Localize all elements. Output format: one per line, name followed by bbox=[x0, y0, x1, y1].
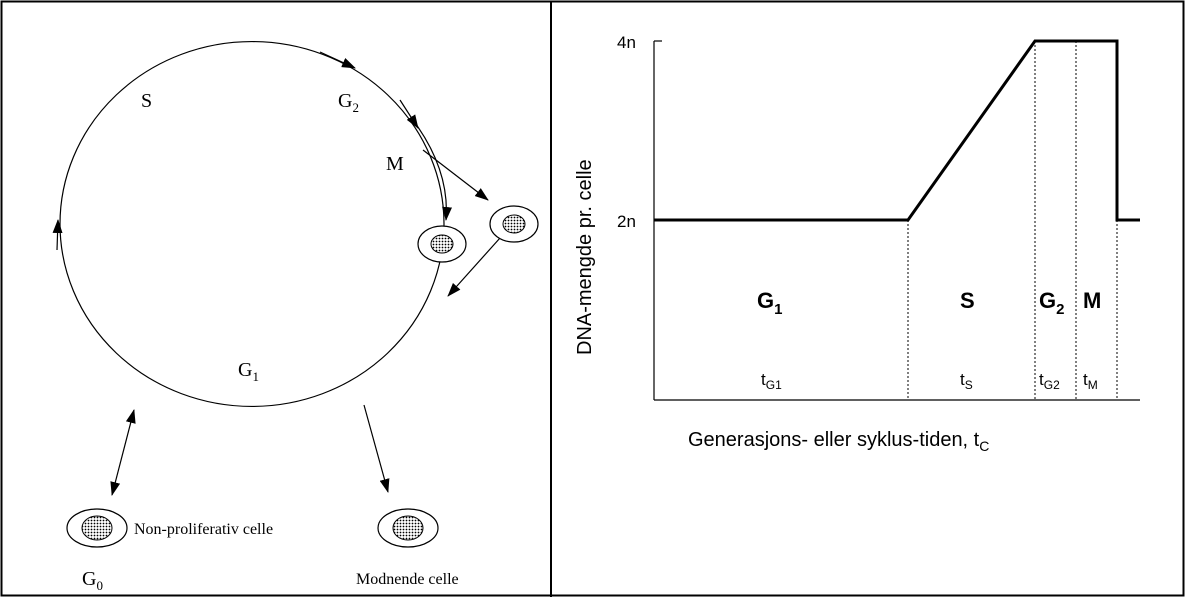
duration-t-m: tM bbox=[1083, 370, 1098, 392]
non-proliferative-cell bbox=[66, 508, 128, 548]
duration-t-s: tS bbox=[960, 370, 973, 392]
maturing-arrow bbox=[363, 404, 390, 493]
maturing-cell bbox=[377, 508, 439, 548]
dna-chart: 4n 2n DNA-mengde pr. celle G1 S G2 M tG1… bbox=[574, 33, 1140, 454]
duration-t-g2: tG2 bbox=[1039, 370, 1060, 392]
label-m-phase: M bbox=[386, 153, 404, 175]
label-maturing-cell: Modnende celle bbox=[356, 571, 459, 588]
cell-cycle-diagram: S G2 M G1 G0 Non-proliferativ celle Modn… bbox=[52, 41, 539, 593]
chart-phase-g2: G2 bbox=[1039, 288, 1064, 318]
label-s-phase: S bbox=[141, 90, 152, 112]
y-axis-label: DNA-mengde pr. celle bbox=[574, 159, 596, 355]
cycle-arrow-top bbox=[319, 51, 356, 69]
dna-content-line bbox=[654, 39, 1140, 222]
label-g2-phase: G2 bbox=[338, 90, 359, 115]
return-arrow bbox=[447, 237, 501, 297]
daughter-cell-1 bbox=[417, 225, 467, 263]
mitosis-arrow bbox=[412, 119, 453, 221]
y-tick-2n: 2n bbox=[617, 212, 636, 231]
label-g0-phase: G0 bbox=[82, 568, 103, 593]
daughter-cell-2 bbox=[489, 205, 539, 243]
cycle-circle bbox=[59, 41, 445, 407]
g0-exchange-arrow bbox=[110, 409, 136, 496]
x-axis-label: Generasjons- eller syklus-tiden, tC bbox=[688, 429, 989, 454]
chart-phase-m: M bbox=[1083, 288, 1101, 313]
cycle-arrow-left bbox=[52, 219, 63, 251]
label-non-proliferative: Non-proliferativ celle bbox=[134, 521, 273, 538]
y-tick-4n: 4n bbox=[617, 33, 636, 52]
duration-t-g1: tG1 bbox=[761, 370, 782, 392]
label-g1-phase: G1 bbox=[238, 359, 259, 384]
chart-phase-s: S bbox=[960, 288, 975, 313]
mitosis-side-arrow bbox=[422, 149, 489, 201]
chart-phase-g1: G1 bbox=[757, 288, 782, 318]
